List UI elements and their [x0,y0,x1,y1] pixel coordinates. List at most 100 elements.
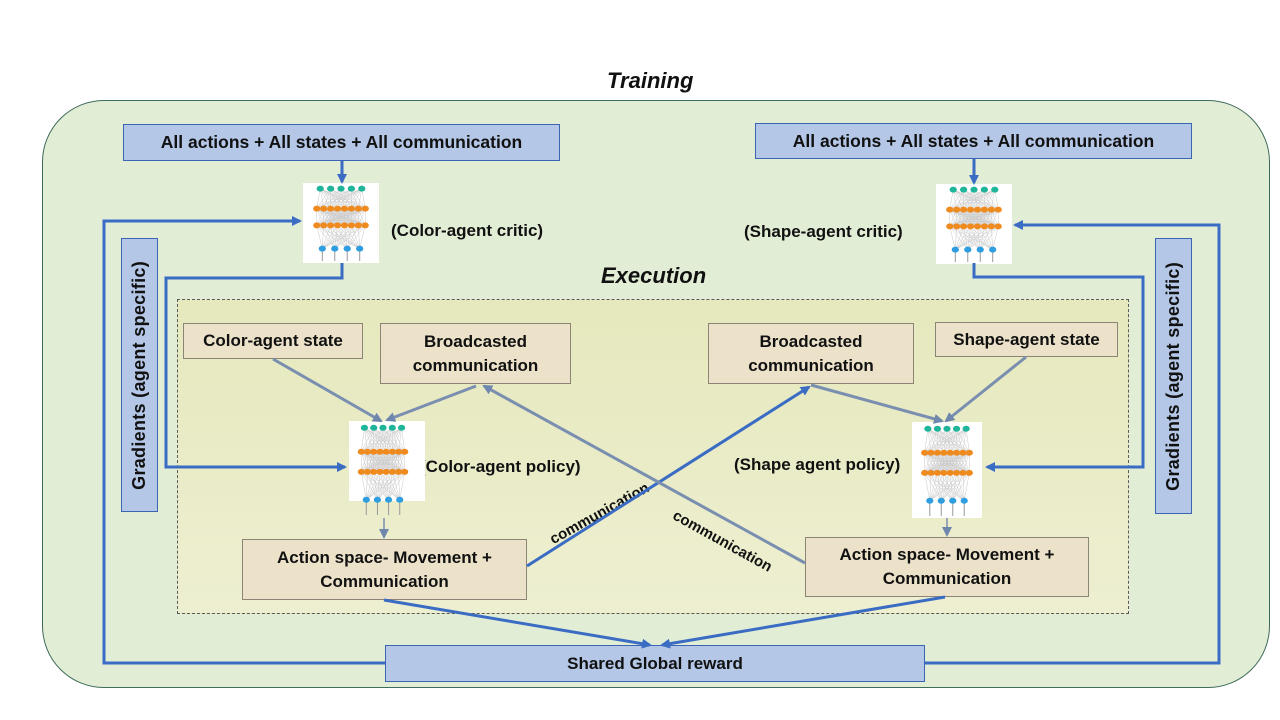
neuron-node [388,448,396,455]
neuron-node [327,222,335,229]
neuron-node [952,425,961,432]
neuron-node [363,468,372,475]
neuron-node [980,186,988,193]
neuron-node [927,449,935,456]
neuron-node [388,424,396,431]
neuron-node [394,448,403,455]
neuron-node [927,469,935,476]
neuron-node [327,205,335,212]
neuron-node [356,245,364,252]
neuron-node [960,223,968,230]
neuron-node [313,222,321,229]
neuron-node [953,206,961,213]
neuron-node [333,205,342,212]
color-agent-state-box: Color-agent state [183,323,363,359]
neuron-node [357,448,365,455]
neuron-node [320,205,328,212]
neural-network-icon [912,422,982,518]
neuron-node [370,448,378,455]
neuron-node [333,222,342,229]
neuron-node [370,468,378,475]
neuron-node [343,245,351,252]
neuron-node [960,497,968,504]
broadcast-box-left: Broadcasted communication [380,323,571,384]
neuron-node [946,469,954,476]
neuron-node [363,448,372,455]
neuron-node [361,222,369,229]
neuron-node [318,245,326,252]
neural-network-icon [303,183,379,263]
neuron-node [964,246,972,253]
neuron-node [347,185,355,192]
neural-network-icon [349,421,425,515]
neuron-node [953,223,961,230]
neuron-node [376,448,384,455]
neuron-node [360,424,369,431]
neuron-node [946,223,954,230]
broadcast-label-right: Broadcasted communication [748,331,874,375]
neuron-node [946,449,954,456]
color-agent-critic-label: (Color-agent critic) [391,221,544,240]
neuron-node [401,448,409,455]
neuron-node [933,469,942,476]
neuron-node [397,424,406,431]
neuron-node [960,186,968,193]
neuron-node [370,424,378,431]
neuron-node [347,222,355,229]
action-space-label-right: Action space- Movement + Communication [839,545,1055,588]
neuron-node [320,222,328,229]
execution-title: Execution [601,263,707,288]
neuron-node [970,186,978,193]
critic-input-left: All actions + All states + All communica… [123,124,560,161]
neuron-node [361,205,369,212]
neuron-node [384,496,393,503]
neuron-node [379,424,387,431]
neuron-node [401,468,409,475]
neuron-node [382,448,390,455]
neuron-node [952,449,961,456]
neuron-node [376,468,384,475]
neuron-node [937,497,945,504]
shape-agent-critic-label: (Shape-agent critic) [744,222,903,241]
action-space-label-left: Action space- Movement + Communication [277,547,492,591]
neuron-node [331,245,339,252]
neuron-node [959,469,967,476]
neuron-node [396,496,404,503]
neuron-node [973,223,982,230]
neuron-node [965,449,973,456]
neuron-node [340,222,349,229]
neuron-node [976,246,984,253]
critic-input-right: All actions + All states + All communica… [755,123,1192,159]
neuron-node [394,468,403,475]
neuron-node [337,185,345,192]
neuron-node [940,469,948,476]
neuron-node [946,206,954,213]
action-space-box-right: Action space- Movement + Communication [805,537,1089,597]
neuron-node [316,185,324,192]
neuron-node [921,449,929,456]
neuron-node [933,425,942,432]
broadcast-label-left: Broadcasted communication [412,331,539,375]
neuron-node [949,497,957,504]
neuron-node [994,223,1002,230]
neuron-node [933,449,942,456]
shared-global-reward-box: Shared Global reward [385,645,925,682]
neuron-node [313,205,321,212]
neuron-node [921,469,929,476]
neural-network-icon [936,184,1012,264]
neuron-node [382,468,390,475]
neuron-node [952,469,961,476]
neuron-node [354,222,362,229]
neuron-node [965,469,973,476]
shape-agent-state-box: Shape-agent state [935,322,1118,357]
neuron-node [388,468,396,475]
neuron-node [357,468,365,475]
neuron-node [991,186,999,193]
training-title: Training [607,68,694,93]
neuron-node [362,496,370,503]
neuron-node [373,496,382,503]
gradients-box-right: Gradients (agent specific) [1155,238,1192,514]
neuron-node [949,186,957,193]
neuron-node [973,206,982,213]
neuron-node [340,205,349,212]
